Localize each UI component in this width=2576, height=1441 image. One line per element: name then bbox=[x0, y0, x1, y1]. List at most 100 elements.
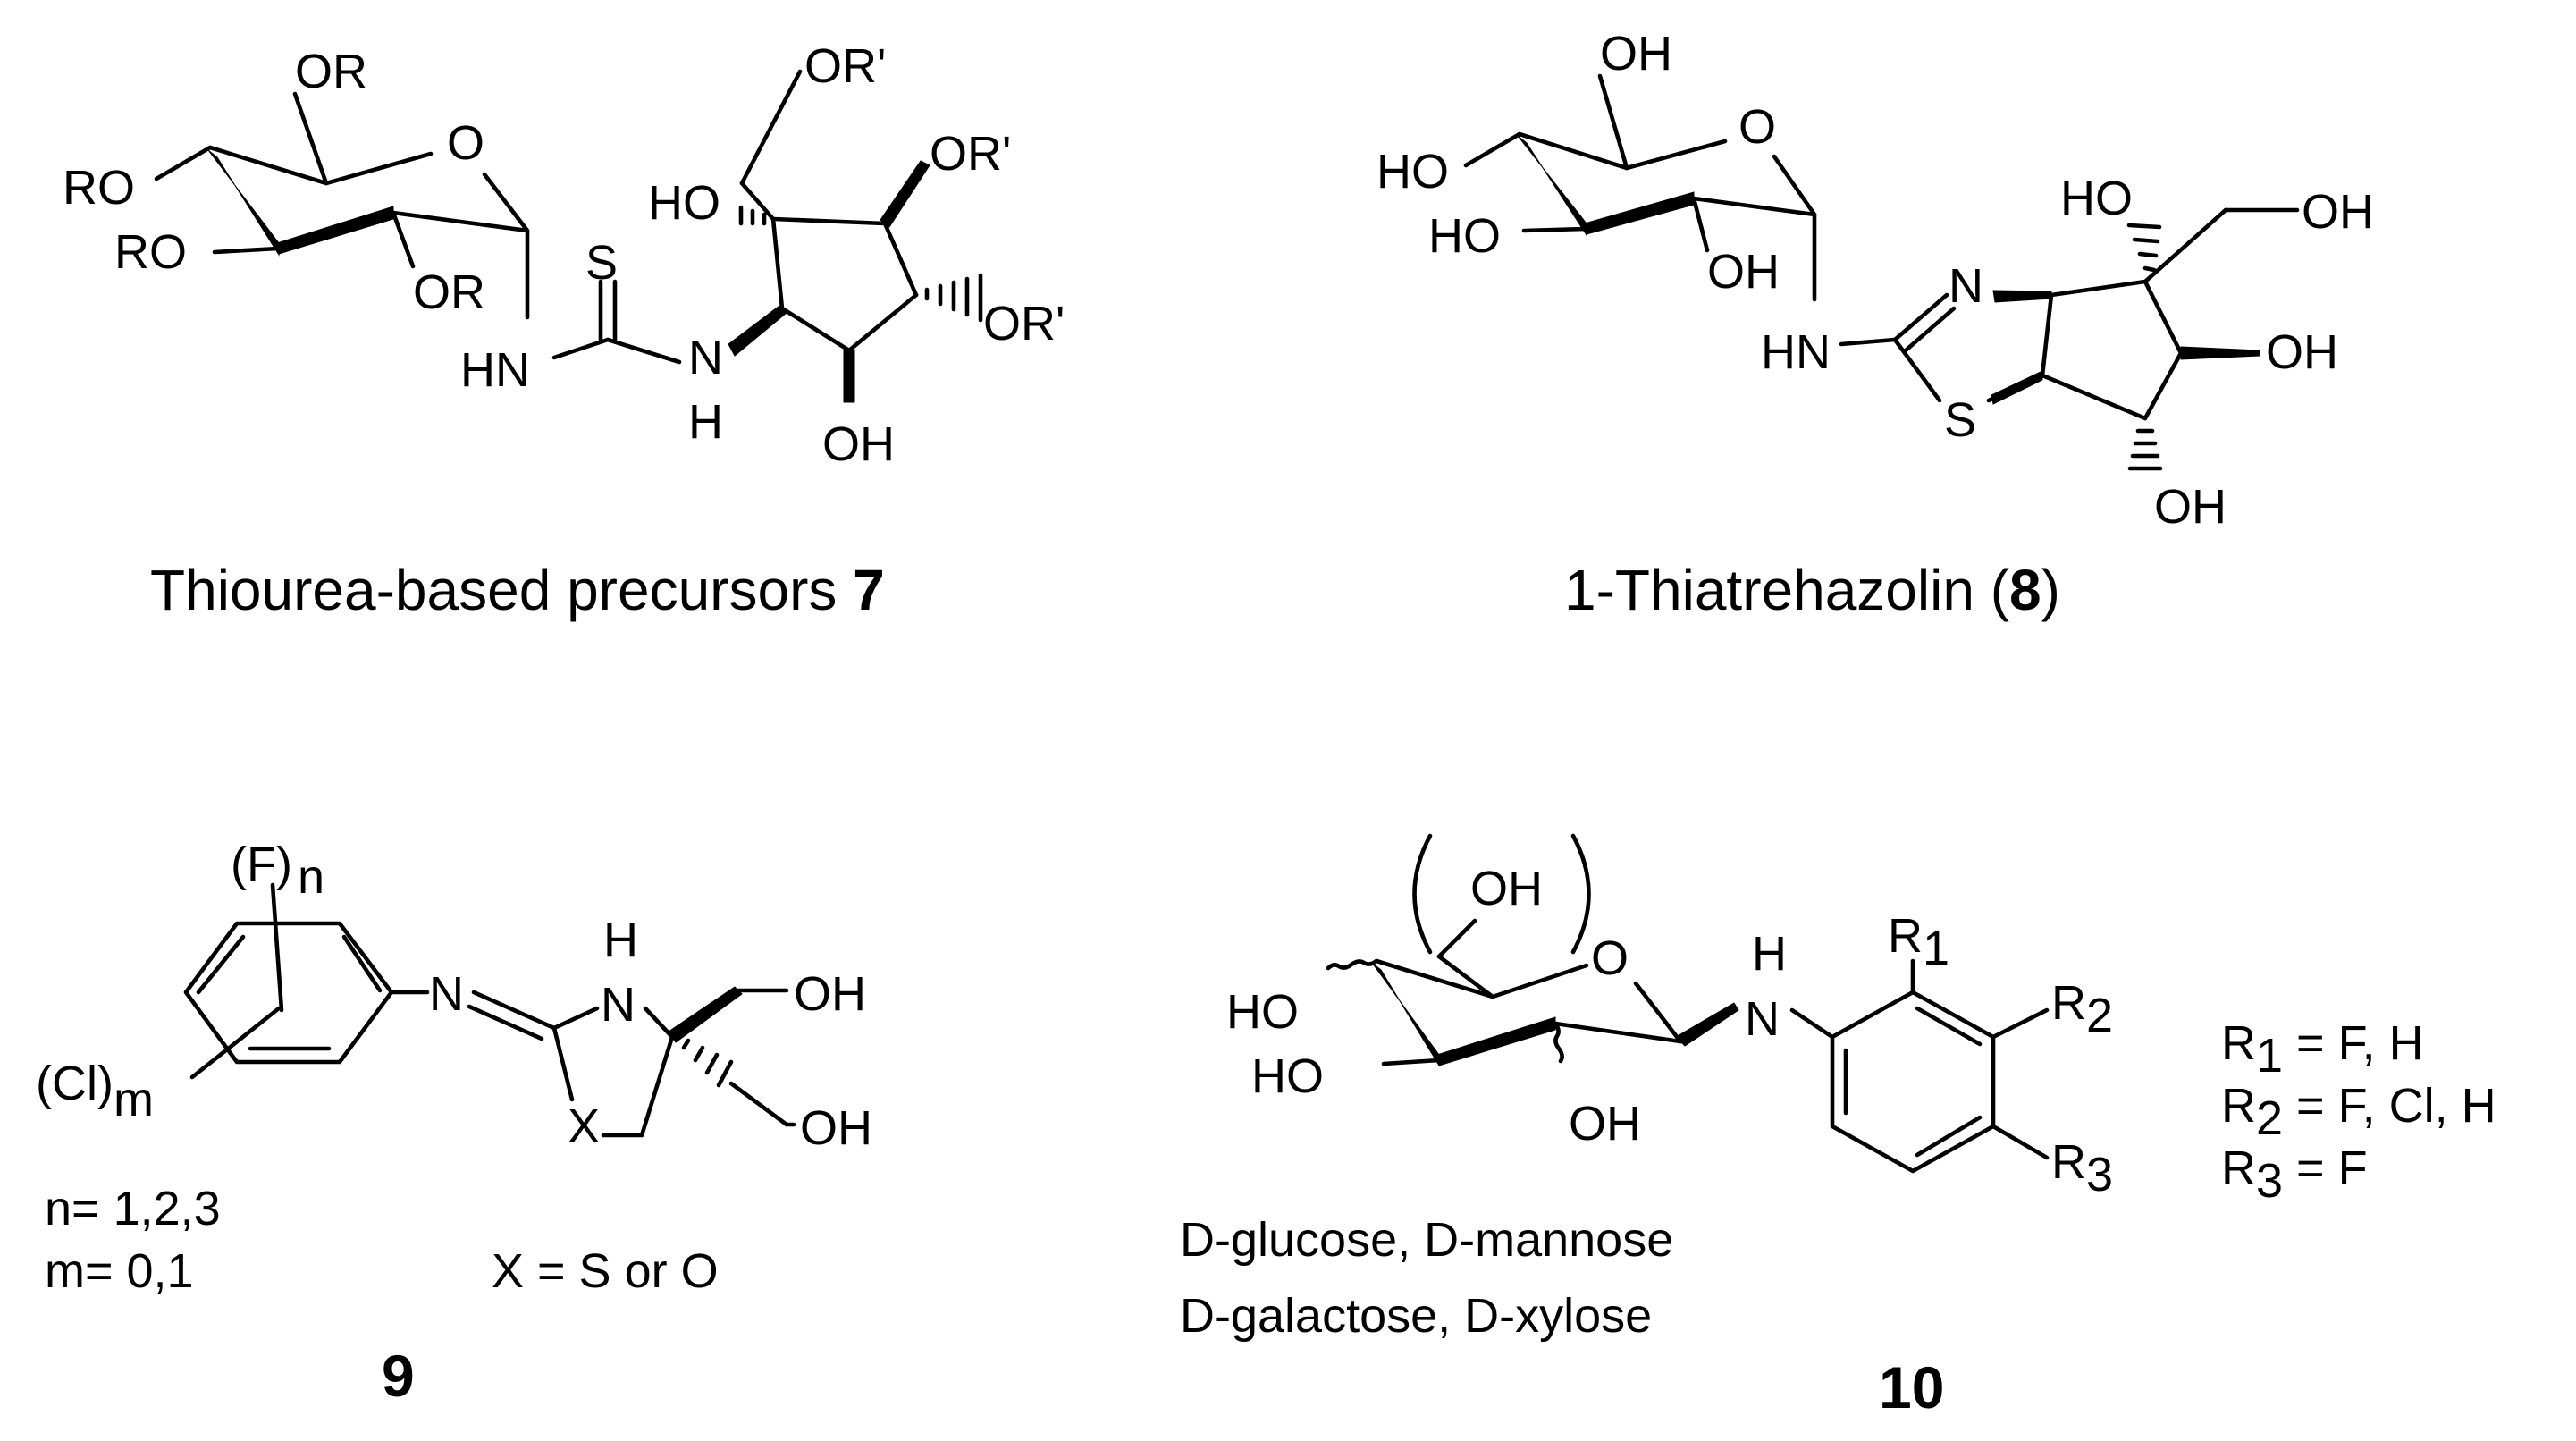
c7-wedge-bond bbox=[843, 350, 855, 403]
c7-label-h: H bbox=[688, 395, 723, 449]
c7-wedge-bond bbox=[276, 206, 394, 255]
c7-bond bbox=[391, 210, 416, 269]
c8-bond bbox=[2040, 373, 2148, 421]
c8-label-oh: OH bbox=[1707, 245, 1780, 299]
c8-wedge-bond bbox=[1517, 135, 1587, 237]
c9-label-n: N bbox=[601, 978, 636, 1032]
c7-caption-text: Thiourea-based precursors bbox=[150, 558, 853, 622]
c9-bond bbox=[643, 1006, 675, 1040]
c7-bond bbox=[605, 337, 682, 365]
c10-wavy-bond bbox=[1553, 1021, 1564, 1064]
c8-bond bbox=[1463, 131, 1522, 168]
c7-label-ho: HO bbox=[648, 176, 720, 230]
c9-hash-bond bbox=[681, 1038, 734, 1088]
c7-label-n: N bbox=[688, 331, 723, 384]
c7-bond bbox=[391, 210, 530, 233]
c9-x-values: X = S or O bbox=[492, 1244, 719, 1298]
c9-bond bbox=[551, 1006, 600, 1031]
c8-label-oh: OH bbox=[2266, 325, 2338, 379]
c8-bond bbox=[1624, 139, 1728, 171]
c10-bond bbox=[1553, 1021, 1683, 1044]
c10-bond bbox=[1490, 963, 1589, 999]
c7-bond bbox=[292, 91, 329, 186]
c8-label-s: S bbox=[1944, 393, 1976, 447]
c8-bond bbox=[1772, 154, 1817, 217]
c8-label-ho: HO bbox=[1376, 145, 1449, 198]
c8-caption-close: ) bbox=[2041, 558, 2060, 622]
c10-wedge-bond bbox=[1675, 1002, 1739, 1047]
c8-bond bbox=[2142, 350, 2184, 421]
c10-label-r3: R3 bbox=[2051, 1135, 2113, 1201]
c10-legend-r3: R3 = F bbox=[2221, 1142, 2368, 1208]
c10-label-ho: HO bbox=[1226, 985, 1299, 1039]
c7-wedge-bond bbox=[880, 160, 930, 228]
c7-bond bbox=[207, 145, 329, 186]
c9-bond bbox=[196, 934, 246, 995]
c9-compound-number: 9 bbox=[382, 1343, 415, 1409]
c8-bond bbox=[1892, 337, 1942, 403]
c10-compound-number: 10 bbox=[1879, 1354, 1944, 1420]
compound-9: (F)n (Cl)m N H N X OH OH n= 1,2,3 m= 0,1… bbox=[36, 838, 872, 1409]
compound-8: OH O HO HO OH HN N S HO OH OH OH 1-Thiat… bbox=[1376, 27, 2374, 622]
c8-bond bbox=[1903, 306, 1957, 353]
c8-bond bbox=[1691, 196, 1710, 253]
c7-label-ro: RO bbox=[114, 225, 187, 279]
c9-bond bbox=[467, 1004, 544, 1041]
c10-bond bbox=[1991, 1124, 2050, 1160]
c10-bond bbox=[1436, 918, 1477, 959]
c7-label-hn: HN bbox=[460, 343, 530, 397]
c8-compound-number: 8 bbox=[2009, 558, 2041, 622]
c8-bond bbox=[1839, 337, 1898, 347]
c9-label-h: H bbox=[603, 914, 638, 967]
c10-bond bbox=[1436, 954, 1495, 999]
c7-label-or: OR bbox=[413, 265, 485, 319]
c10-bond bbox=[1374, 958, 1495, 999]
c10-sugars-line-2: D-galactose, D-xylose bbox=[1180, 1289, 1652, 1343]
compound-7: OR O RO RO OR S HN N H HO OR' OR' OR' OH… bbox=[63, 39, 1065, 622]
c8-bond bbox=[2040, 292, 2054, 378]
c8-hash-bond bbox=[2127, 428, 2163, 471]
c8-bond bbox=[1517, 131, 1629, 171]
c7-hash-bond bbox=[924, 273, 983, 323]
c10-label-r2: R2 bbox=[2051, 976, 2113, 1042]
c8-label-hn: HN bbox=[1761, 325, 1831, 379]
c8-label-oh: OH bbox=[2154, 480, 2227, 534]
c10-wedge-bond bbox=[1436, 1016, 1556, 1066]
c10-legend-r2: R2 = F, Cl, H bbox=[2221, 1079, 2496, 1145]
c9-n-values: n= 1,2,3 bbox=[45, 1182, 221, 1235]
c10-bond bbox=[1915, 1006, 1983, 1047]
c8-bond bbox=[2142, 279, 2184, 356]
c8-label-oh: OH bbox=[1600, 27, 1672, 80]
c10-sugars-line-1: D-glucose, D-mannose bbox=[1180, 1213, 1673, 1267]
c7-compound-number: 7 bbox=[853, 558, 885, 622]
c7-hash-bond bbox=[738, 205, 767, 226]
c10-bond bbox=[1915, 1115, 1983, 1158]
c10-label-n: N bbox=[1745, 992, 1780, 1046]
c7-bond bbox=[154, 145, 213, 181]
c10-label-h: H bbox=[1752, 927, 1787, 981]
c8-bond bbox=[1892, 292, 1949, 342]
c10-bond bbox=[1633, 981, 1683, 1044]
c8-bond bbox=[2049, 279, 2148, 298]
c9-label-n-imine: N bbox=[429, 967, 464, 1021]
c7-bond bbox=[324, 151, 434, 186]
c10-bond bbox=[1991, 1007, 2050, 1040]
compound-10: ( bbox=[1180, 833, 2496, 1420]
c10-label-ho: HO bbox=[1251, 1049, 1324, 1103]
c7-bond bbox=[846, 292, 919, 353]
c7-bond bbox=[770, 216, 785, 311]
c10-bond bbox=[1381, 1058, 1442, 1066]
c9-bond bbox=[189, 1006, 282, 1080]
c10-wavy-bond bbox=[1326, 958, 1379, 971]
c8-wedge-bond bbox=[1992, 290, 2052, 303]
c8-bond bbox=[1691, 196, 1817, 217]
c7-bond bbox=[739, 69, 803, 186]
c9-bond bbox=[270, 882, 284, 1013]
c10-label-o: O bbox=[1591, 931, 1629, 985]
c10-legend-r1: R1 = F, H bbox=[2221, 1016, 2424, 1083]
c9-bond bbox=[341, 934, 383, 993]
c7-label-s: S bbox=[585, 236, 618, 290]
c10-label-oh: OH bbox=[1470, 862, 1543, 915]
c7-label-o: O bbox=[447, 116, 484, 170]
c8-wedge-bond bbox=[1584, 191, 1695, 235]
